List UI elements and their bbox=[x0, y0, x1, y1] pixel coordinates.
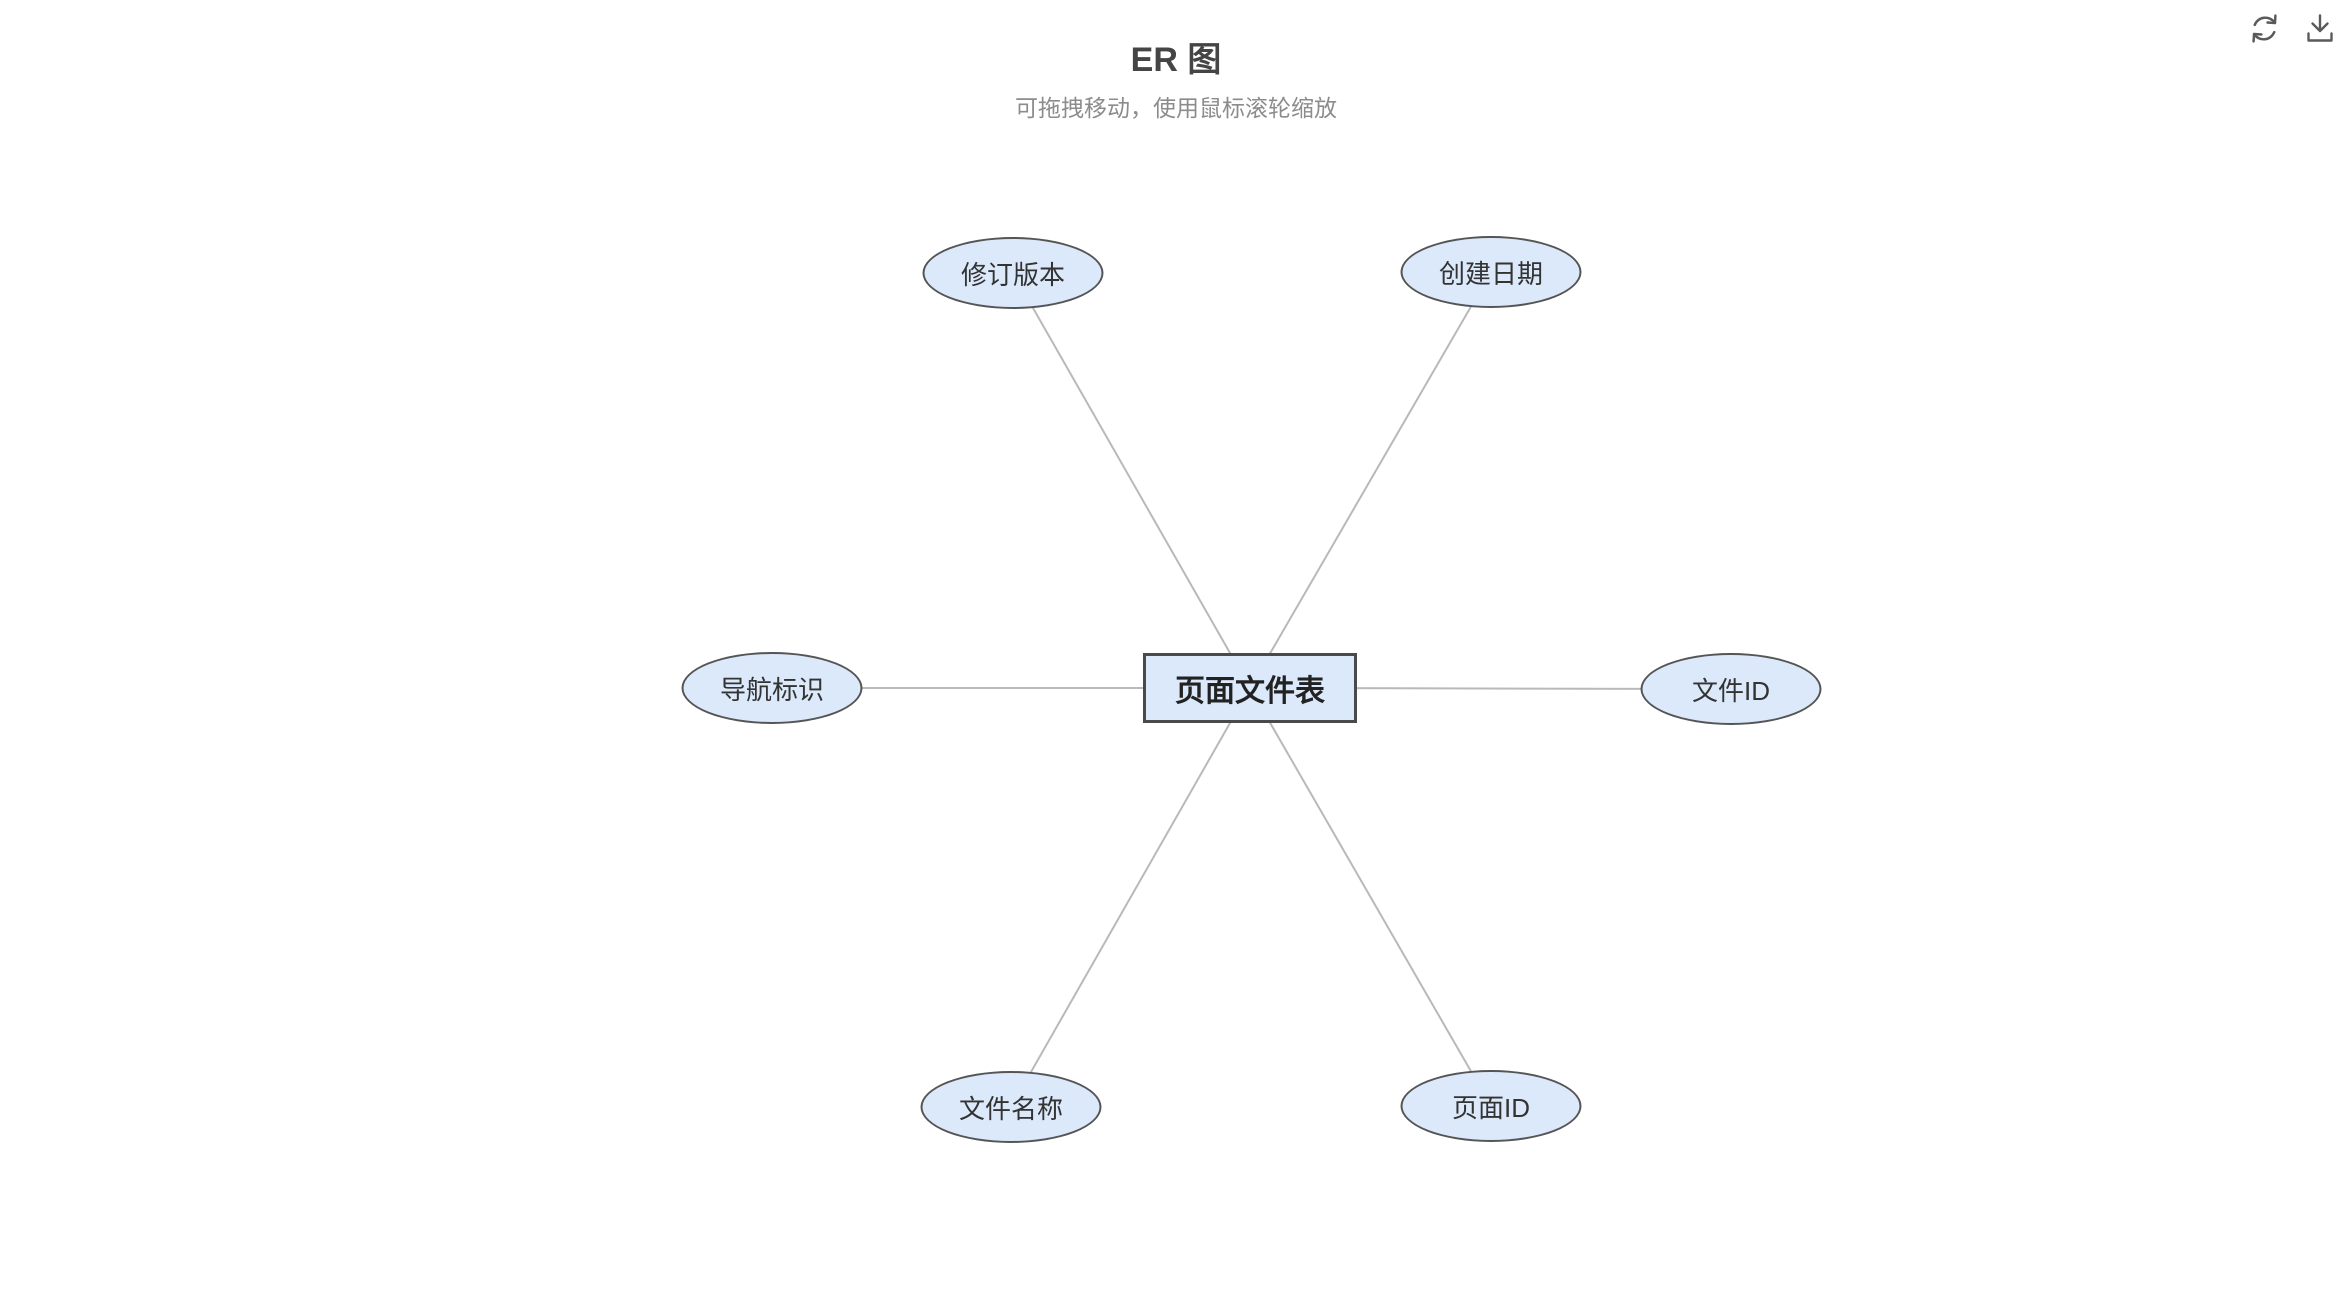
attribute-node-page-id[interactable]: 页面ID bbox=[1400, 1070, 1582, 1142]
refresh-icon bbox=[2246, 10, 2283, 47]
attribute-node-file-name[interactable]: 文件名称 bbox=[920, 1071, 1102, 1143]
attribute-node-file-id[interactable]: 文件ID bbox=[1640, 653, 1822, 725]
toolbar bbox=[2244, 8, 2340, 48]
attribute-node-created-date[interactable]: 创建日期 bbox=[1400, 236, 1582, 308]
refresh-button[interactable] bbox=[2244, 8, 2284, 48]
attribute-node-revision[interactable]: 修订版本 bbox=[922, 237, 1104, 309]
edge-line bbox=[1010, 687, 1251, 1108]
edge-line bbox=[1012, 272, 1251, 689]
download-button[interactable] bbox=[2300, 8, 2340, 48]
attribute-node-nav-label[interactable]: 导航标识 bbox=[681, 652, 863, 724]
download-icon bbox=[2302, 10, 2338, 46]
entity-node-page-file-table[interactable]: 页面文件表 bbox=[1143, 653, 1357, 723]
edge-line bbox=[1249, 271, 1492, 689]
edge-line bbox=[1249, 687, 1492, 1107]
